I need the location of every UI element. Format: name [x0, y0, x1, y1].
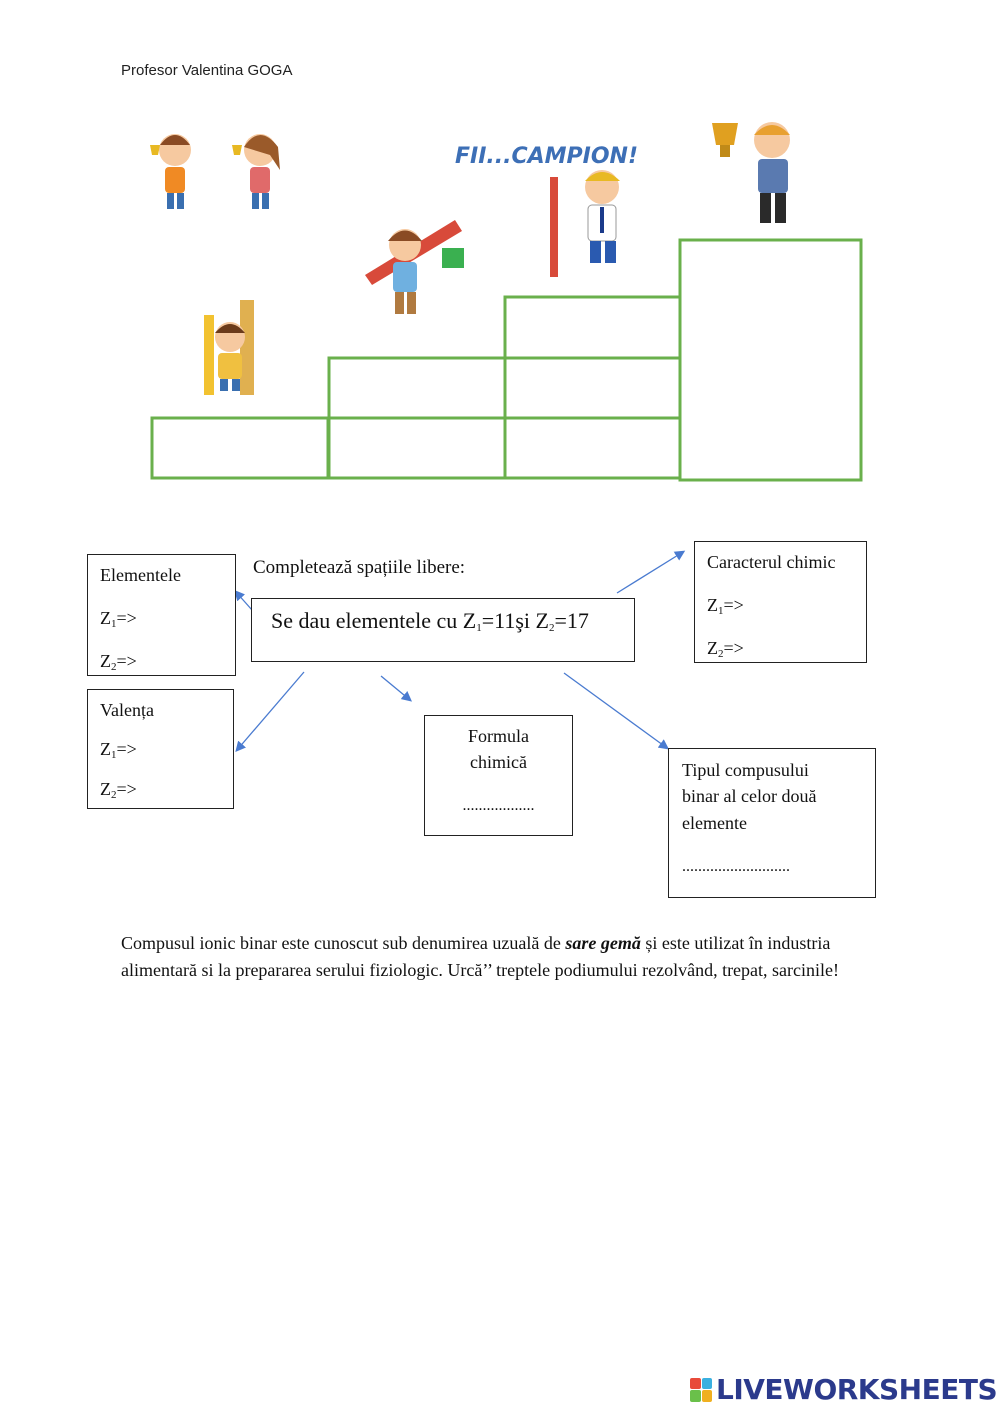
kid-figure-5 [550, 170, 620, 277]
formula-line2: chimică [470, 752, 527, 772]
valence-box: Valența Z1=> Z2=> [87, 689, 234, 809]
elements-z1[interactable]: Z1=> [100, 608, 137, 630]
chemical-z1[interactable]: Z1=> [707, 595, 744, 617]
podium-step-3-mid [503, 356, 682, 420]
valence-z2[interactable]: Z2=> [100, 779, 137, 801]
podium-step-3-base [503, 416, 682, 480]
podium-step-2-base [327, 416, 507, 480]
podium-step-4 [678, 238, 863, 482]
compound-line3: elemente [682, 813, 747, 833]
kid-figure-4 [365, 220, 464, 314]
kid-figure-3 [204, 300, 254, 395]
kid-figure-2 [232, 134, 280, 209]
arrow-to-compound [563, 672, 670, 750]
podium-steps [150, 238, 863, 482]
elements-box: Elementele Z1=> Z2=> [87, 554, 236, 676]
chemical-character-box: Caracterul chimic Z1=> Z2=> [694, 541, 867, 663]
arrow-to-valence [235, 671, 305, 752]
podium-step-1 [150, 416, 330, 480]
podium-step-3-top [503, 295, 682, 360]
liveworksheets-logo: LIVEWORKSHEETS [690, 1373, 998, 1406]
compound-blank[interactable]: ........................... [682, 858, 790, 875]
instruction-text: Completează spațiile libere: [253, 557, 466, 578]
arrow-to-chemical [616, 550, 686, 594]
author-name: Profesor Valentina GOGA [121, 62, 293, 79]
slogan-text: FII...CAMPION! [455, 144, 638, 169]
arrow-to-formula [380, 675, 413, 702]
main-statement: Se dau elementele cu Z1=11şi Z2=17 [271, 608, 589, 634]
liveworksheets-logo-icon [690, 1377, 712, 1402]
elements-title: Elementele [100, 565, 181, 585]
main-statement-box: Se dau elementele cu Z1=11şi Z2=17 [251, 598, 635, 662]
kid-figure-1 [150, 134, 191, 209]
podium-step-2-top [327, 356, 507, 420]
arrow-to-elements [234, 590, 253, 611]
valence-z1[interactable]: Z1=> [100, 739, 137, 761]
podium-illustration: FII...CAMPION! [150, 122, 863, 482]
elements-z2[interactable]: Z2=> [100, 651, 137, 673]
chemical-title: Caracterul chimic [707, 552, 836, 572]
description-paragraph: Compusul ionic binar este cunoscut sub d… [121, 933, 840, 980]
kid-figure-6 [712, 122, 790, 223]
compound-type-box: Tipul compusului binar al celor două ele… [668, 748, 876, 898]
chemical-z2[interactable]: Z2=> [707, 638, 744, 660]
compound-line1: Tipul compusului [682, 760, 809, 780]
formula-blank[interactable]: .................. [462, 797, 535, 814]
formula-line1: Formula [468, 726, 529, 746]
valence-title: Valența [100, 700, 154, 720]
compound-line2: binar al celor două [682, 786, 817, 806]
emphasis-sare-gema: sare gemă [565, 933, 641, 953]
formula-box: Formula chimică .................. [424, 715, 573, 836]
